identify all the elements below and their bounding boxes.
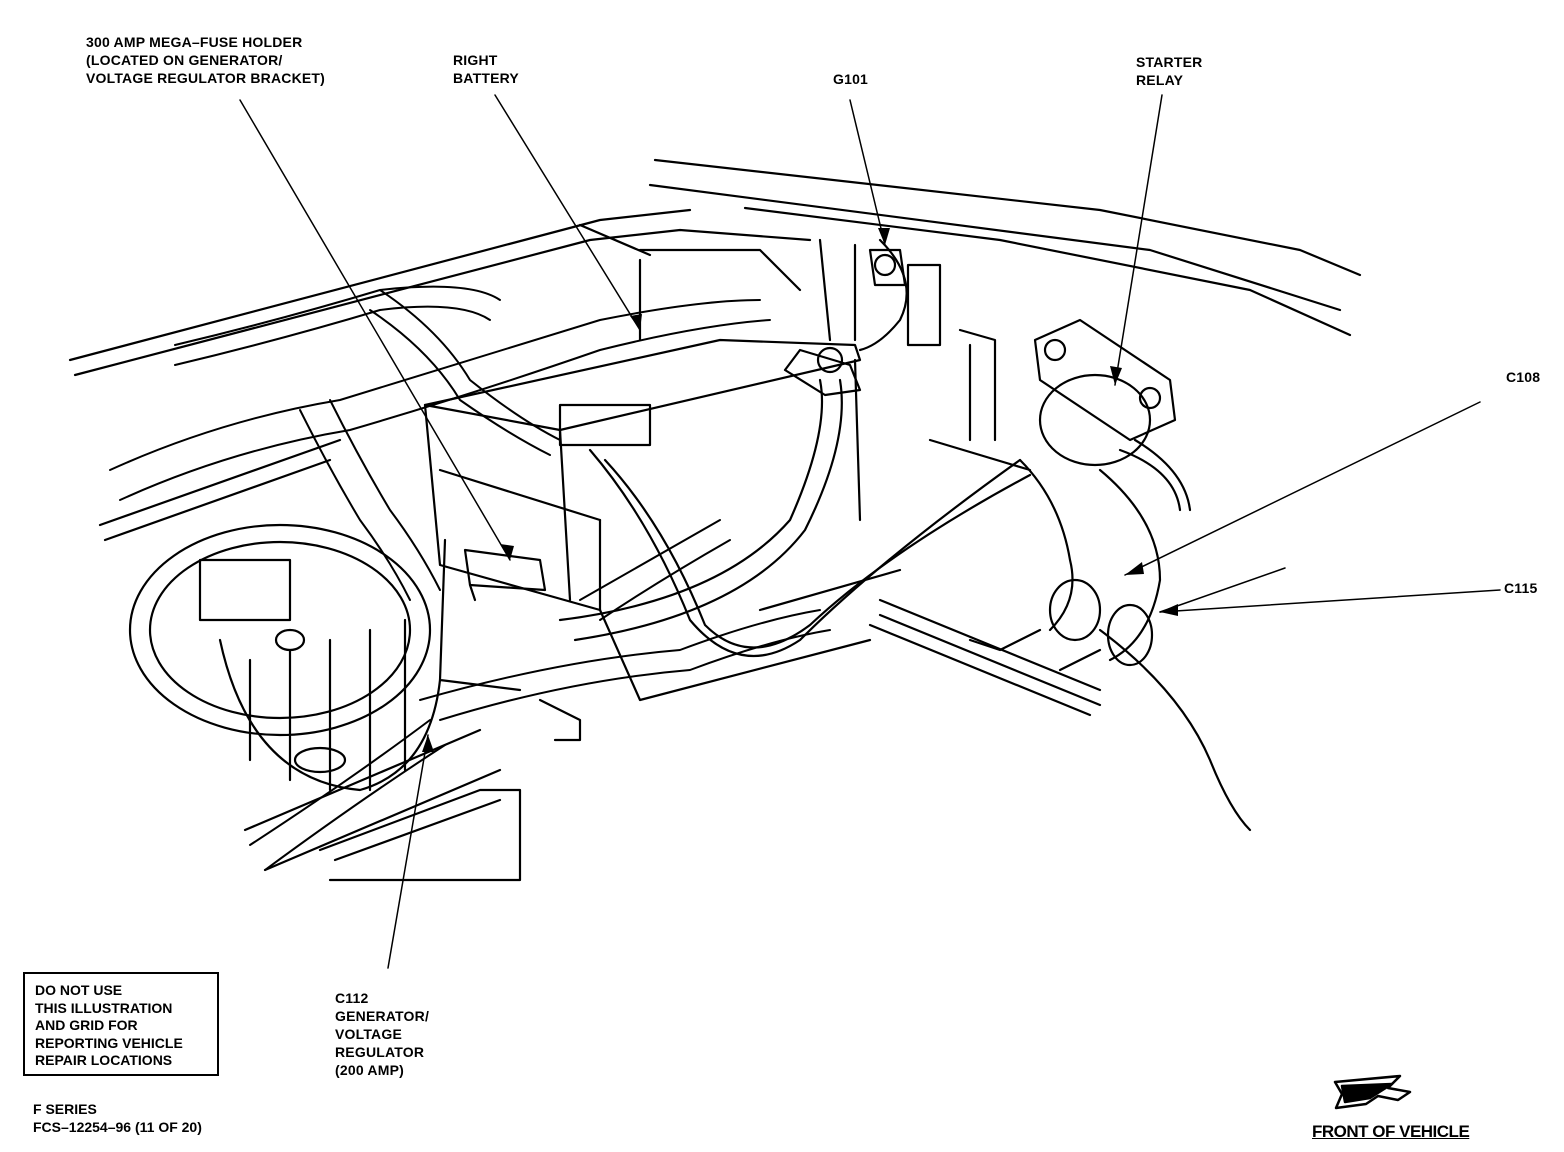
mega-fuse-holder [463, 548, 547, 602]
label-mega-fuse-holder: 300 AMP MEGA–FUSE HOLDER (LOCATED ON GEN… [86, 34, 326, 86]
front-arrow-icon [1333, 1074, 1412, 1110]
battery-terminal [783, 248, 942, 397]
leader-arrowheads [422, 228, 1178, 752]
label-c108: C108 [1506, 369, 1541, 385]
figure-id: FCS–12254–96 (11 OF 20) [33, 1119, 202, 1135]
starter-relay [1018, 318, 1192, 662]
label-g101: G101 [833, 71, 869, 87]
warning-box: DO NOT USE THIS ILLUSTRATION AND GRID FO… [23, 972, 219, 1076]
wiring-harness [109, 285, 831, 871]
label-starter-relay: STARTER RELAY [1136, 54, 1203, 88]
series-label: F SERIES [33, 1101, 97, 1117]
label-c115: C115 [1504, 580, 1538, 596]
front-of-vehicle-label: FRONT OF VEHICLE [1312, 1122, 1470, 1141]
lower-bracket [243, 698, 582, 882]
label-right-battery: RIGHT BATTERY [453, 52, 519, 86]
connectors [968, 578, 1154, 672]
label-c112: C112 GENERATOR/ VOLTAGE REGULATOR (200 A… [335, 990, 430, 1078]
battery-cables [558, 238, 1252, 832]
right-battery [423, 338, 872, 702]
leader-lines [239, 94, 1501, 969]
figure-caption: F SERIES FCS–12254–96 (11 OF 20) [33, 1100, 202, 1136]
fender-panel [68, 158, 1362, 542]
generator [128, 523, 442, 792]
